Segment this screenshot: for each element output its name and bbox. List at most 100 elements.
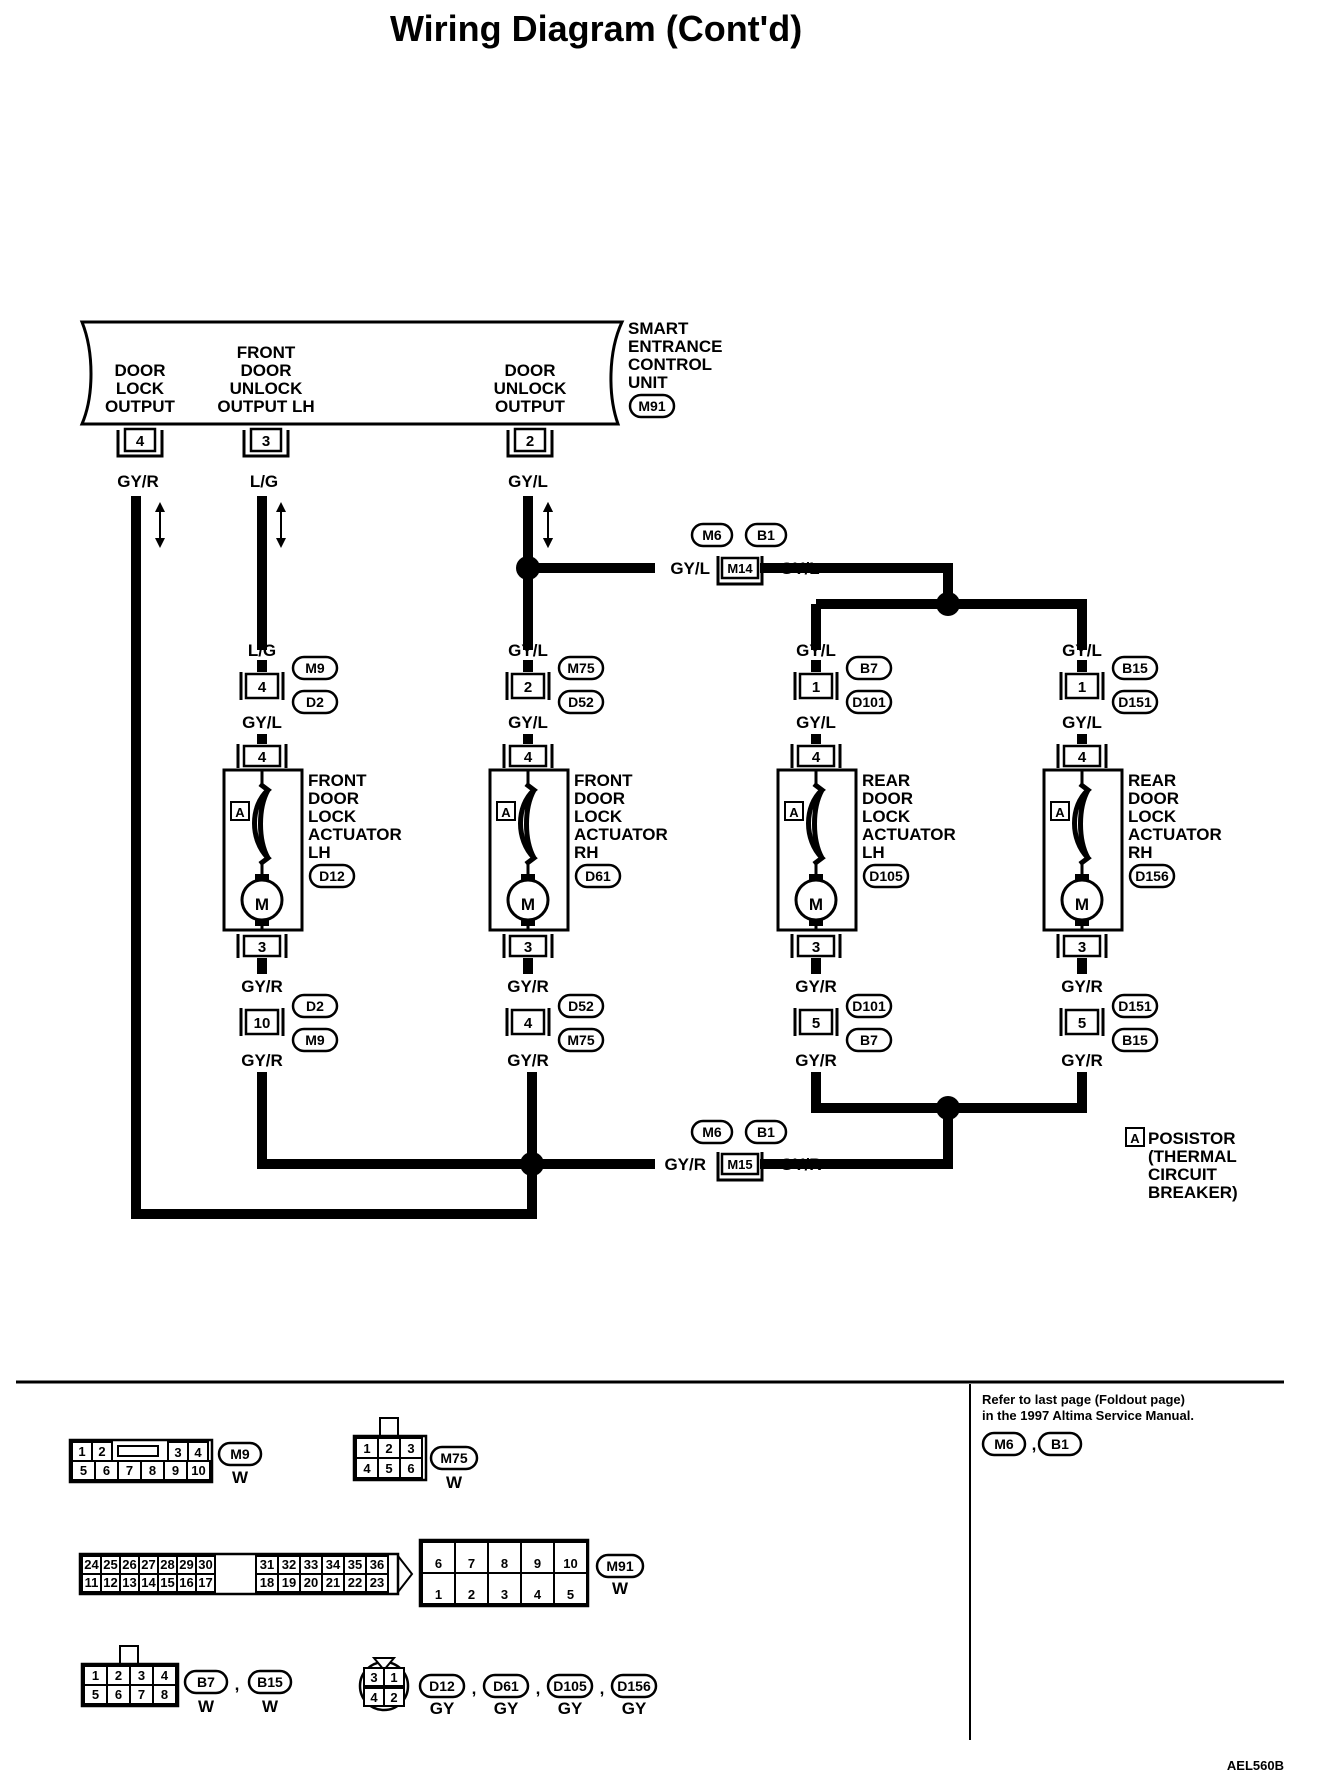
actuator-inline-connector-bottom: 4 (505, 1008, 551, 1036)
m9-row2-cell-label: 9 (172, 1463, 179, 1478)
d12-group-id: D156 (610, 1673, 658, 1699)
actuator-inline-connector-top-label: 1 (1078, 679, 1086, 696)
m91-right-bottom-cell-label: 2 (468, 1587, 475, 1602)
m91-left-top-cell-label: 30 (198, 1557, 212, 1572)
actuator-bottom-ref-1: D101 (845, 993, 893, 1019)
b7-id: B7 (183, 1669, 229, 1695)
m75-row1-cell-label: 2 (385, 1441, 392, 1456)
actuator-top-ref-1: M75 (557, 655, 605, 681)
m9-id-outline (217, 1441, 263, 1467)
actuator-bottom-ref-1-text: D151 (1118, 998, 1152, 1014)
actuator-bottom-ref-2-outline (1111, 1027, 1159, 1053)
actuator-top-pin-label: 4 (258, 749, 267, 766)
m9-row2-cell-label: 6 (103, 1463, 110, 1478)
actuator-top-ref-1: B7 (845, 655, 893, 681)
unit-pin-box (249, 427, 283, 453)
m15-left-wire-color: GY/R (664, 1155, 706, 1174)
actuator-name-line: ACTUATOR (862, 825, 956, 844)
output-label-line: UNLOCK (494, 379, 567, 398)
junction-dot-upper-left (516, 556, 540, 580)
actuator-name-line: LOCK (308, 807, 357, 826)
wire-gyr-m15-right (760, 1108, 953, 1169)
actuator-top-pin-box (508, 744, 548, 768)
d12-group-id-outline (546, 1673, 594, 1699)
actuator-inline-connector-top: 4 (239, 672, 285, 700)
actuator-top-pin-bracket (502, 744, 554, 768)
m75-id-text: M75 (440, 1450, 467, 1466)
reference-ref-b1: B1 (1037, 1431, 1083, 1457)
m14-right-wire-color: GY/L (780, 559, 820, 578)
actuator-top-ref-1-text: B7 (860, 660, 878, 676)
legend-line: (THERMAL (1148, 1147, 1237, 1166)
actuator-name-line: RH (574, 843, 599, 862)
legend-line: POSISTOR (1148, 1129, 1236, 1148)
wire-gyl-to-rear-rh (816, 599, 1087, 650)
output-label-line: DOOR (115, 361, 166, 380)
d12-group-id-outline (610, 1673, 658, 1699)
m91-mid-bottom-cell-label: 21 (326, 1575, 340, 1590)
positor-icon (518, 782, 538, 866)
m91-left-bottom-cell-label: 14 (141, 1575, 156, 1590)
d12-pin-cell (383, 1667, 405, 1687)
unit-output-wire-color: GY/R (117, 472, 159, 491)
actuator-top-ref-2-text: D2 (306, 694, 324, 710)
actuator-bottom-ref-1-outline (1111, 993, 1159, 1019)
actuator-bottom-ref-1-outline (845, 993, 893, 1019)
junction-dot-lower-left (520, 1152, 544, 1176)
actuator-bottom-pin-label: 3 (524, 939, 532, 956)
m91-left-bottom-cell-label: 15 (160, 1575, 174, 1590)
m75-row2-cell (399, 1457, 423, 1479)
d12-group-id-outline (482, 1673, 530, 1699)
actuator-name-line: LOCK (574, 807, 623, 826)
motor-brush-bottom (1075, 920, 1089, 926)
actuator-bottom-wire-color: GY/R (241, 1051, 283, 1070)
m91-right-bottom-cell-label: 4 (534, 1587, 542, 1602)
actuator-bottom-ref-2-text: B7 (860, 1032, 878, 1048)
actuator-top-pin-box (796, 744, 836, 768)
actuator-top-ref-2-text: D151 (1118, 694, 1152, 710)
arrow-door-unlock-stub2-head-down (543, 538, 553, 548)
actuator-bottom-ref-2: B15 (1111, 1027, 1159, 1053)
m14-ref-m6-text: M6 (702, 527, 722, 543)
m14-ref-m6-outline (690, 522, 734, 548)
m9-row2-cell (186, 1460, 211, 1481)
motor-brush-bottom (521, 920, 535, 926)
actuator-low-wire-color: GY/R (795, 977, 837, 996)
motor-brush-top (1075, 874, 1089, 880)
m75-row1-cell-label: 3 (407, 1441, 414, 1456)
reference-ref-m6-text: M6 (994, 1436, 1014, 1452)
m91-right-top-cell (487, 1541, 522, 1574)
actuator-top-pin: 4 (502, 744, 554, 768)
actuator-connector-ref: D156 (1128, 863, 1176, 889)
actuator-inline-connector-bottom-box (798, 1008, 834, 1036)
actuator-inline-connector-bottom: 5 (1059, 1008, 1105, 1036)
m91-mid-top-cell-label: 32 (282, 1557, 296, 1572)
m91-mid-top-cell-label: 34 (326, 1557, 341, 1572)
d12-pin-label: 1 (390, 1670, 397, 1685)
m91-left-bottom-cell-label: 17 (198, 1575, 212, 1590)
actuator-name-line: ACTUATOR (574, 825, 668, 844)
actuator-inline-connector-top-box (510, 672, 546, 700)
actuator-connector-ref: D12 (308, 863, 356, 889)
m9-row2-cell-label: 8 (149, 1463, 156, 1478)
m91-left-bottom-cell-label: 13 (122, 1575, 136, 1590)
actuator-top-ref-2: D151 (1111, 689, 1159, 715)
actuator-top-pin: 4 (1056, 744, 1108, 768)
actuator-bottom-wire-color: GY/R (795, 1051, 837, 1070)
actuator-connector-ref: D61 (574, 863, 622, 889)
actuator-inline-connector-top-label: 2 (524, 679, 532, 696)
d12-group-comma: , (472, 1679, 477, 1698)
actuator-inline-connector-bottom-bracket (505, 1008, 551, 1036)
positor-tag-label: A (789, 805, 799, 820)
actuator-inline-connector-bottom-box (1064, 1008, 1100, 1036)
m14-label: M14 (727, 561, 753, 576)
control-unit-connector-ref-outline (628, 393, 676, 419)
actuator-inline-connector-bottom: 10 (239, 1008, 285, 1036)
actuator-bottom-ref-1-text: D52 (568, 998, 594, 1014)
m14-connector: M14 (716, 556, 764, 586)
actuator-bottom-ref-1: D151 (1111, 993, 1159, 1019)
actuator-inline-connector-bottom-bracket (1059, 1008, 1105, 1036)
actuator-top-ref-2: D52 (557, 689, 605, 715)
m9-row1a-cell-label: 1 (78, 1444, 85, 1459)
m91-right-top-cell (553, 1541, 588, 1574)
